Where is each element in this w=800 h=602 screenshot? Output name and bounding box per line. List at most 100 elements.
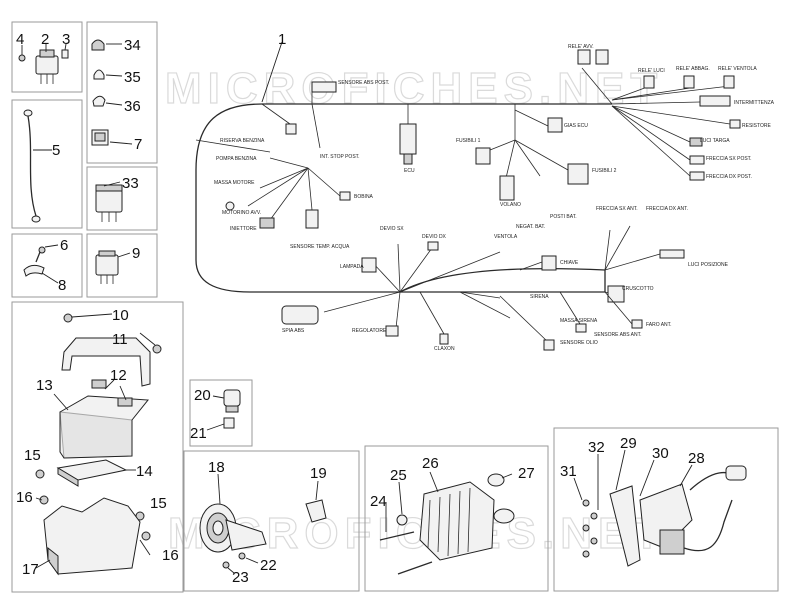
wiring-harness [195,41,741,351]
label-massa-motore: MASSA MOTORE [214,180,255,186]
label-spia-abs: SPIA ABS [282,328,305,334]
label-rele-abbag: RELE' ABBAG. [676,66,710,72]
label-chiave: CHIAVE [560,260,579,266]
battery-group [35,313,162,576]
frame-sensor-20 [189,379,253,447]
clips-group [91,39,133,146]
callout-11: 11 [112,331,128,348]
label-freccia-sx-post: FRECCIA SX POST. [706,156,752,162]
callout-4: 4 [16,31,24,48]
callout-21: 21 [190,425,207,442]
callout-20: 20 [194,387,211,404]
frame-ground-cable [11,99,83,229]
label-iniettore: INIETTORE [230,226,257,232]
label-volano: VOLANO [500,202,521,208]
callout-10: 10 [112,307,129,324]
coil-group [573,449,747,567]
label-resistore: RESISTORE [742,123,771,129]
label-freccia-dx-post: FRECCIA DX POST. [706,174,752,180]
label-riserva-benzina: RISERVA BENZINA [220,138,265,144]
label-sensore-olio: SENSORE OLIO [560,340,598,346]
label-faro-ant: FARO ANT. [646,322,672,328]
callout-27: 27 [518,465,535,482]
callout-23: 23 [232,569,249,586]
callout-25: 25 [390,467,407,484]
label-lampada: LAMPADA [340,264,364,270]
callout-16-right: 16 [162,547,179,564]
callout-12: 12 [110,367,127,384]
callout-36: 36 [124,98,141,115]
label-devio-sx: DEVIO SX [380,226,404,232]
callout-2: 2 [41,31,49,48]
callout-30: 30 [652,445,669,462]
callout-1: 1 [278,31,286,48]
frame-relay-small [11,21,83,93]
frame-regulator [364,445,549,592]
label-luci-posizione: LUCI POSIZIONE [688,262,729,268]
label-rele-avv: RELE' AVV. [568,44,594,50]
frame-relay-33 [86,166,158,231]
label-regolatore: REGOLATORE [352,328,387,334]
label-rele-luci: RELE' LUCI [638,68,665,74]
label-freccia-sx-ant: FRECCIA SX ANT. [596,206,638,212]
label-massa-sirena: MASSA SIRENA [560,318,598,324]
label-negat-bat: NEGAT. BAT. [516,224,545,230]
label-cruscotto: CRUSCOTTO [622,286,654,292]
frame-battery [11,301,184,593]
regulator-group [379,471,515,575]
callout-24: 24 [370,493,387,510]
callout-26: 26 [422,455,439,472]
frame-horn [183,450,360,592]
callout-28: 28 [688,450,705,467]
callout-7: 7 [134,136,142,153]
relay-small-group [18,43,69,84]
label-freccia-dx-ant: FRECCIA DX ANT. [646,206,688,212]
callout-32: 32 [588,439,605,456]
callout-33: 33 [122,175,139,192]
callouts: 1 2 3 4 5 6 7 8 9 10 11 12 13 14 15 15 1… [16,31,705,586]
callout-31: 31 [560,463,577,480]
label-posti-bat: POSTI BAT. [550,214,577,220]
callout-3: 3 [62,31,70,48]
callout-9: 9 [132,245,140,262]
callout-16-left: 16 [16,489,33,506]
label-intermittenza: INTERMITTENZA [734,100,775,106]
label-sensore-temp-acqua: SENSORE TEMP. ACQUA [290,244,350,250]
label-luci-targa: LUCI TARGA [700,138,730,144]
frame-coil [553,427,779,592]
relay-9 [95,250,131,284]
callout-5: 5 [52,142,60,159]
label-sirena: SIRENA [530,294,549,300]
label-sensore-abs-post: SENSORE ABS POST. [338,80,389,86]
label-devio-dx: DEVIO DX [422,234,447,240]
callout-22: 22 [260,557,277,574]
callout-15-left: 15 [24,447,41,464]
callout-14: 14 [136,463,153,480]
label-ecu: ECU [404,168,415,174]
callout-34: 34 [124,37,141,54]
label-bobina: BOBINA [354,194,374,200]
callout-29: 29 [620,435,637,452]
callout-15-right: 15 [150,495,167,512]
label-claxon: CLAXON [434,346,455,352]
label-fusibili-1: FUSIBILI 1 [456,138,481,144]
label-pompa-benzina: POMPA BENZINA [216,156,257,162]
frame-screw-clamp [11,233,83,298]
label-int-stop-post: INT. STOP POST. [320,154,360,160]
callout-17: 17 [22,561,39,578]
callout-8: 8 [58,277,66,294]
callout-6: 6 [60,237,68,254]
label-sensore-abs-ant: SENSORE ABS ANT. [594,332,642,338]
label-gias-ecu: GIAS ECU [564,123,588,129]
ground-cable [23,109,52,223]
label-motorino-avv: MOTORINO AVV. [222,210,261,216]
label-rele-ventola: RELE' VENTOLA [718,66,757,72]
sensor-20 [206,389,241,431]
callout-18: 18 [208,459,225,476]
callout-13: 13 [36,377,53,394]
label-fusibili-2: FUSIBILI 2 [592,168,617,174]
horn-group [199,473,327,574]
callout-35: 35 [124,69,141,86]
frame-relay-9 [86,233,158,298]
